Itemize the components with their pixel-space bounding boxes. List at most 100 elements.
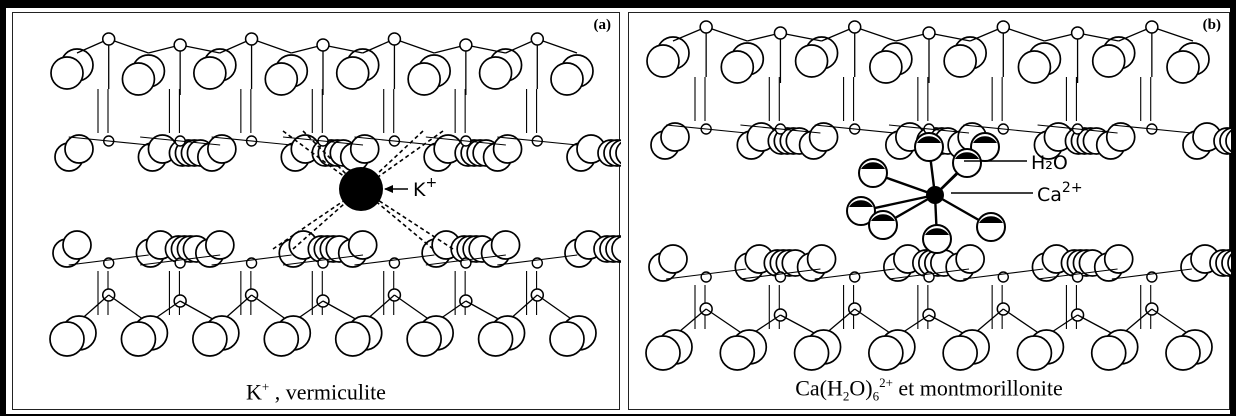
water-shading: [955, 152, 979, 159]
oxygen-atom: [492, 134, 523, 164]
silicon-atom: [244, 32, 259, 46]
water-shading: [979, 216, 1003, 223]
lattice-bond: [1111, 124, 1192, 134]
water-shading: [925, 228, 949, 235]
oxygen-atom: [646, 44, 680, 78]
oxygen-atom: [192, 321, 228, 357]
lattice-bond: [425, 136, 506, 146]
lattice-bond: [394, 38, 435, 54]
oxygen-atom: [347, 230, 378, 260]
k-ion-bond: [282, 130, 362, 190]
panel-a-tag: (a): [593, 17, 612, 33]
oxygen-atom: [490, 230, 521, 260]
lattice-bond: [1111, 268, 1192, 280]
lattice-bond: [666, 124, 747, 134]
lattice-bond: [68, 136, 149, 146]
hydroxyl-atom: [1225, 129, 1231, 153]
oxygen-atom: [263, 321, 300, 357]
oxygen-atom: [660, 122, 690, 152]
hydroxyl-atom: [615, 141, 621, 165]
lattice-bond: [108, 38, 149, 54]
lattice-bond: [1077, 32, 1119, 42]
oxygen-atom: [478, 56, 513, 90]
lattice-bond: [425, 254, 506, 266]
lattice-bond: [1037, 124, 1118, 134]
panel-b-caption: Ca(H2O)62+ et montmorillonite: [795, 375, 1063, 404]
silicon-atom: [1070, 26, 1085, 40]
hydrated-calcium-complex: [846, 132, 1006, 254]
oxygen-atom: [806, 244, 837, 274]
vermiculite-structure-diagram: K+: [49, 32, 621, 357]
silicon-atom: [173, 38, 187, 52]
oxygen-atom: [868, 335, 904, 371]
silicon-atom: [387, 32, 402, 46]
panel-a-caption: K+ , vermiculite: [246, 378, 386, 404]
oxygen-atom: [550, 62, 584, 96]
oxygen-atom: [869, 50, 903, 84]
lattice-bond: [666, 268, 747, 280]
oxygen-atom: [64, 134, 94, 164]
water-shading: [871, 214, 895, 221]
silicon-atom: [699, 20, 713, 34]
lattice-bond: [180, 44, 220, 54]
hydroxyl-atom: [1227, 253, 1231, 273]
oxygen-atom: [349, 134, 380, 164]
oxygen-atom: [207, 134, 237, 164]
oxygen-atom: [942, 335, 978, 371]
lattice-bond: [354, 136, 435, 146]
oxygen-atom: [121, 62, 156, 96]
lattice-bond: [1151, 26, 1194, 42]
oxygen-atom: [943, 44, 977, 78]
lattice-bond: [928, 32, 971, 42]
oxygen-atom: [1090, 335, 1127, 371]
oxygen-atom: [955, 244, 985, 274]
lattice-bond: [140, 254, 221, 266]
lattice-bond: [68, 254, 149, 266]
oxygen-atom: [1165, 335, 1201, 371]
lattice-bond: [354, 254, 435, 266]
oxygen-atom: [719, 335, 756, 371]
oxygen-atom: [549, 321, 585, 357]
oxygen-atom: [477, 321, 514, 357]
lattice-bond: [963, 268, 1044, 280]
k-ion-bond: [292, 188, 362, 250]
silicon-atom: [996, 20, 1011, 34]
lattice-bond: [211, 254, 292, 266]
oxygen-atom: [407, 62, 441, 96]
silicon-atom: [773, 26, 788, 40]
lattice-bond: [814, 124, 895, 134]
oxygen-atom: [794, 44, 829, 78]
k-ion-label: K+: [413, 175, 437, 201]
oxygen-atom: [793, 335, 830, 371]
lattice-bond: [814, 268, 895, 280]
panel-a: K+ (a) K+ , vermiculite: [12, 12, 621, 410]
lattice-bond: [740, 268, 821, 280]
hydroxyl-atom: [611, 235, 621, 263]
oxygen-atom: [658, 244, 688, 274]
oxygen-atom: [1166, 50, 1200, 84]
oxygen-atom: [645, 335, 681, 371]
calcium-ion: [926, 186, 944, 204]
water-shading: [849, 200, 873, 207]
lattice-bond: [888, 268, 970, 280]
calcium-label: Ca2+: [1037, 180, 1083, 206]
lattice-bond: [888, 124, 970, 134]
oxygen-atom: [193, 56, 227, 90]
oxygen-atom: [49, 321, 85, 357]
oxygen-atom: [334, 321, 371, 357]
oxygen-atom: [335, 56, 370, 90]
lattice-bond: [963, 124, 1044, 134]
oxygen-atom: [1017, 50, 1052, 84]
lattice-bond: [1003, 26, 1045, 42]
lattice-bond: [251, 38, 292, 54]
lattice-bond: [854, 26, 897, 42]
panel-b: H₂O Ca2+ (b) Ca(H2O)62+ et montmorilloni…: [628, 12, 1231, 410]
oxygen-atom: [264, 62, 299, 96]
silicon-atom: [316, 38, 330, 52]
lattice-bond: [740, 124, 821, 134]
lattice-bond: [211, 136, 292, 146]
oxygen-atom: [406, 321, 442, 357]
lattice-bond: [465, 44, 506, 54]
oxygen-atom: [120, 321, 157, 357]
oxygen-atom: [1016, 335, 1053, 371]
